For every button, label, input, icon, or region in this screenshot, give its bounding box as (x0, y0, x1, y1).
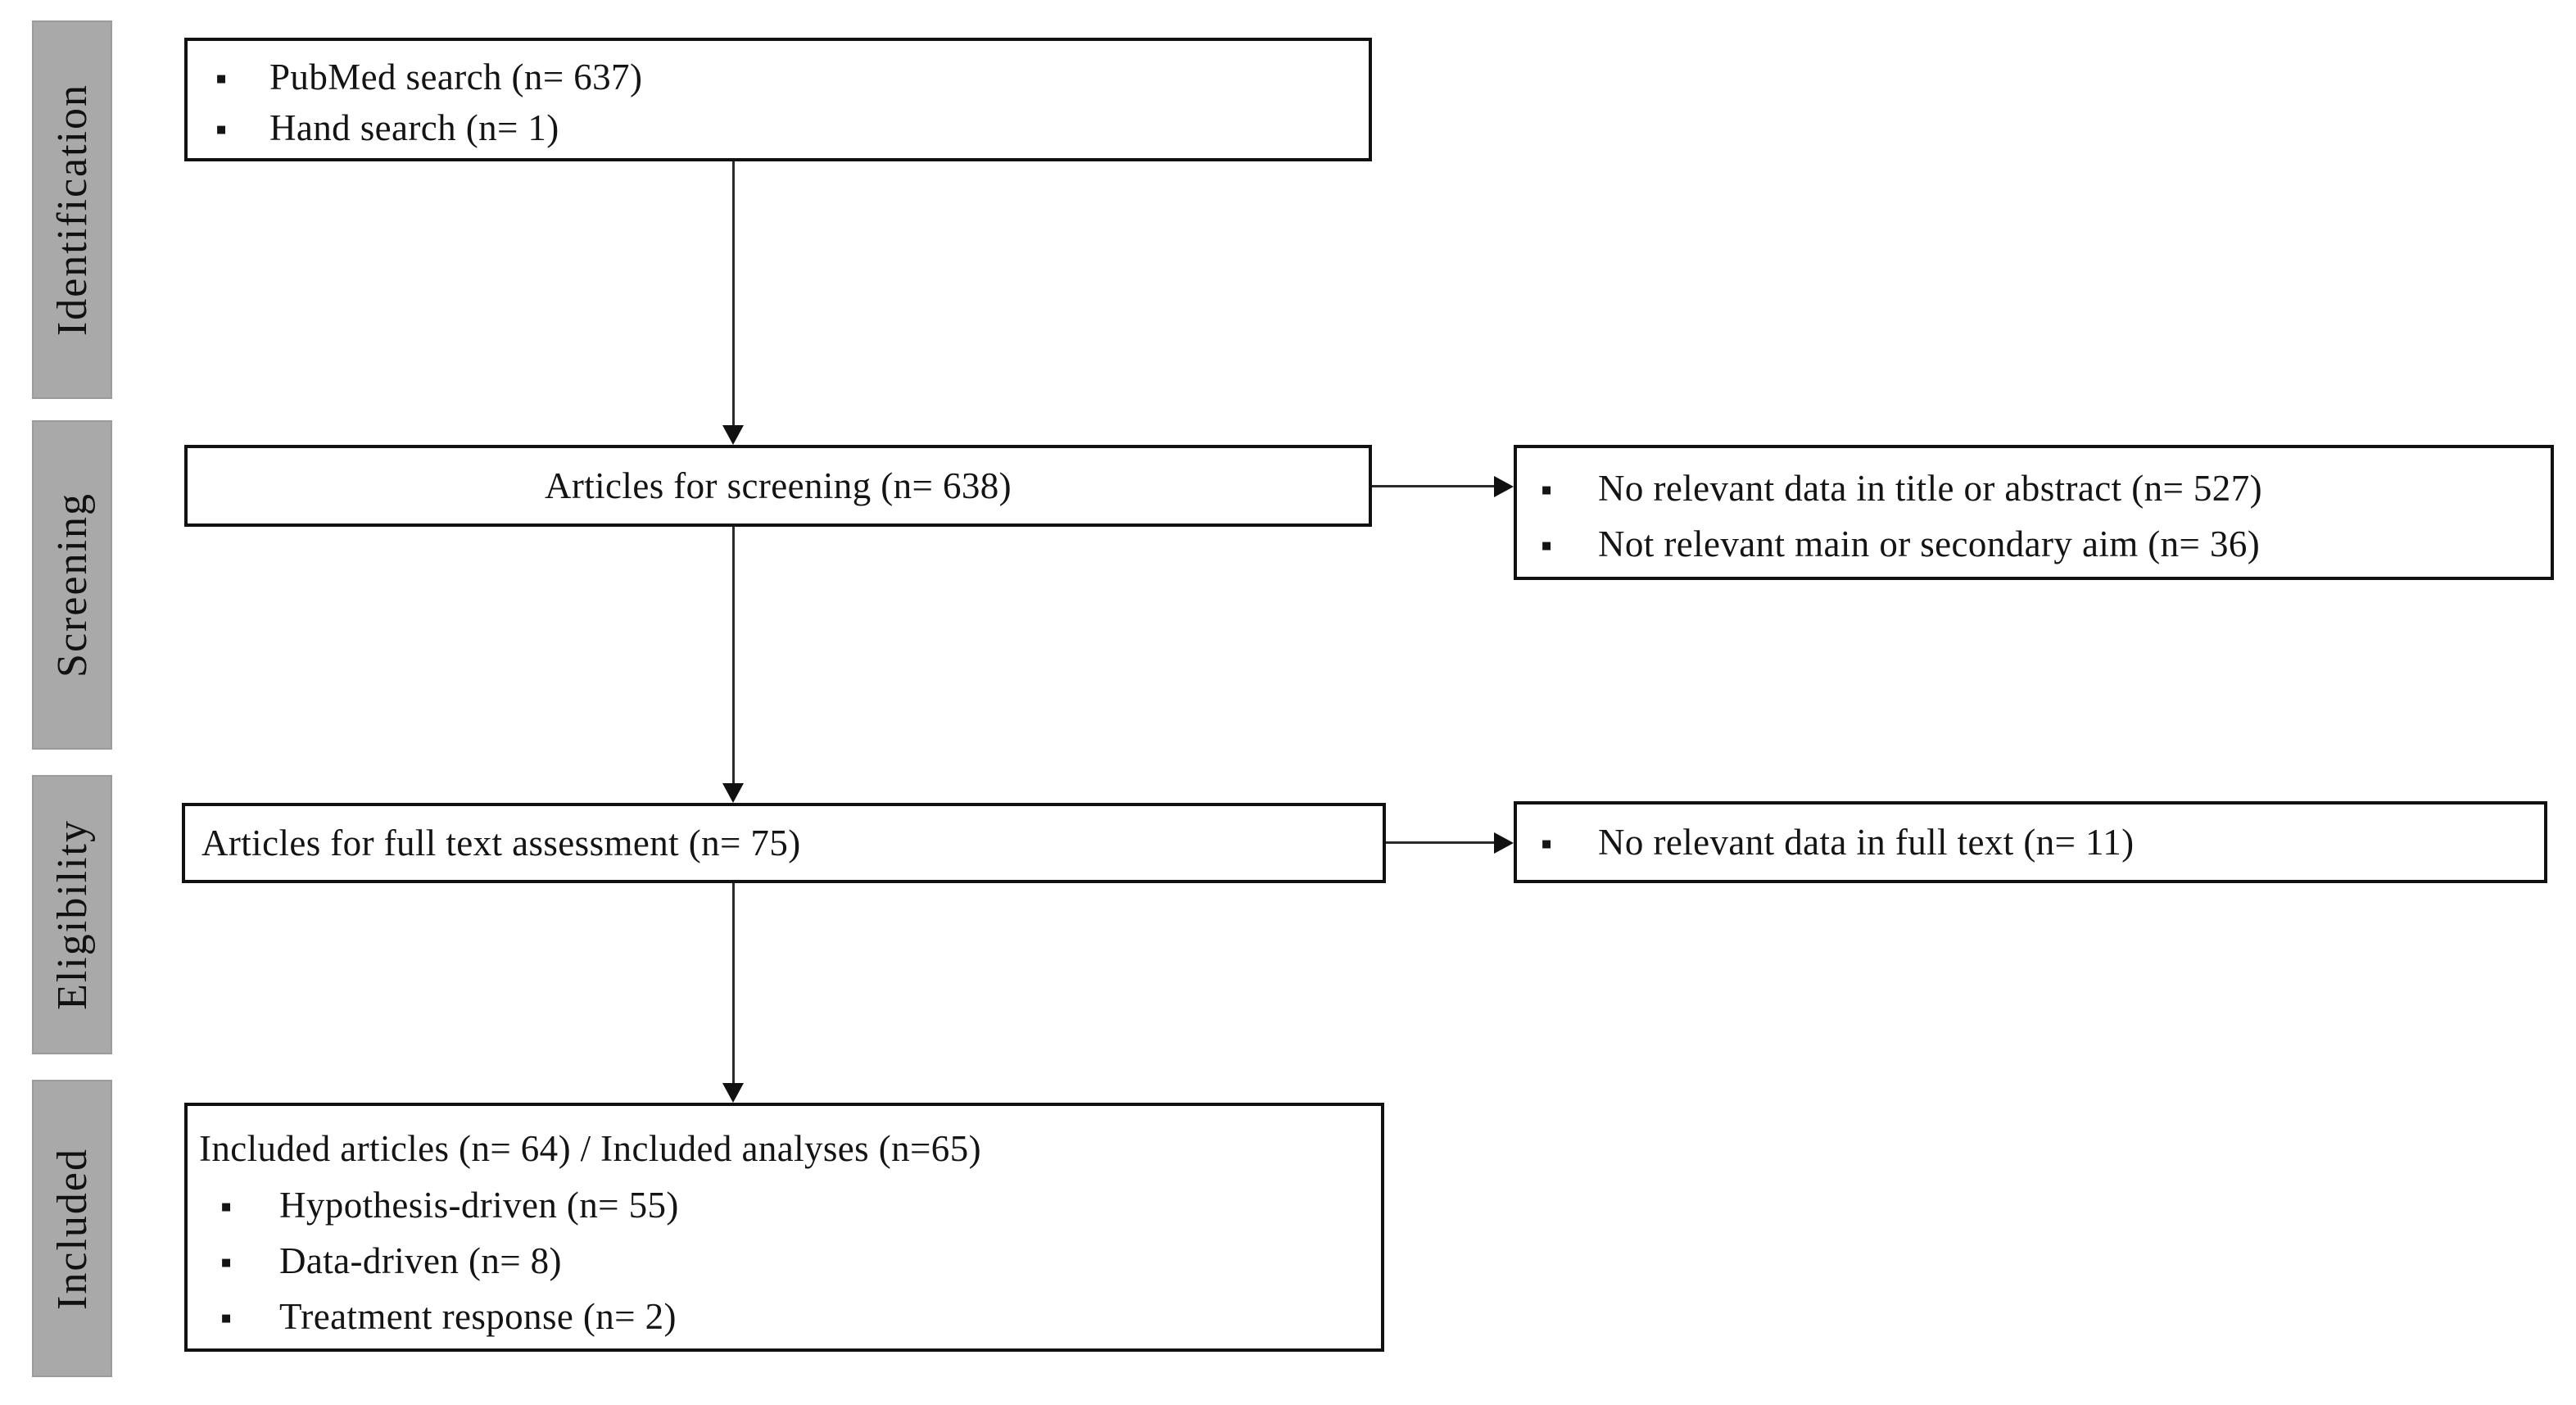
bullet-square-icon: ▪ (220, 1244, 233, 1280)
list-item: ▪ No relevant data in full text (n= 11) (1541, 804, 2544, 882)
screening-excluded-item-text: Not relevant main or secondary aim (n= 3… (1598, 523, 2261, 564)
bullet-square-icon: ▪ (1541, 471, 1553, 508)
bullet-square-icon: ▪ (1541, 825, 1553, 862)
list-item: ▪ Hand search (n= 1) (215, 103, 1369, 154)
arrowhead-down-icon (722, 1083, 744, 1103)
included-item-text: Data-driven (n= 8) (279, 1240, 562, 1281)
arrowhead-down-icon (722, 425, 744, 445)
stage-eligibility-label: Eligibility (48, 819, 96, 1010)
stage-identification: Identification (32, 20, 112, 399)
screening-excluded-item-text: No relevant data in title or abstract (n… (1598, 468, 2262, 509)
stage-identification-label: Identification (48, 83, 96, 337)
bullet-square-icon: ▪ (215, 111, 228, 147)
eligibility-box-label: Articles for full text assessment (n= 75… (201, 823, 801, 863)
included-item-text: Treatment response (n= 2) (279, 1296, 677, 1337)
connector-screening-to-eligibility (732, 527, 735, 785)
identification-box: ▪ PubMed search (n= 637) ▪ Hand search (… (184, 38, 1372, 161)
connector-eligibility-to-excluded (1386, 841, 1496, 844)
eligibility-box: Articles for full text assessment (n= 75… (182, 803, 1386, 883)
connector-eligibility-to-included (732, 883, 735, 1085)
bullet-square-icon: ▪ (220, 1299, 233, 1336)
eligibility-excluded-item-text: No relevant data in full text (n= 11) (1598, 822, 2135, 863)
list-item: ▪ PubMed search (n= 637) (215, 52, 1369, 103)
stage-included: Included (32, 1080, 112, 1377)
screening-excluded-box: ▪ No relevant data in title or abstract … (1514, 445, 2554, 580)
eligibility-excluded-box: ▪ No relevant data in full text (n= 11) (1514, 801, 2547, 883)
identification-item-text: PubMed search (n= 637) (269, 57, 643, 97)
bullet-square-icon: ▪ (1541, 527, 1553, 564)
stage-screening-label: Screening (48, 492, 96, 678)
identification-item-text: Hand search (n= 1) (269, 107, 559, 148)
arrowhead-right-icon (1494, 832, 1514, 854)
list-item: ▪ Not relevant main or secondary aim (n=… (1541, 517, 2551, 573)
stage-eligibility: Eligibility (32, 775, 112, 1054)
included-item-text: Hypothesis-driven (n= 55) (279, 1185, 679, 1226)
list-item: ▪ Treatment response (n= 2) (199, 1289, 1381, 1345)
bullet-square-icon: ▪ (220, 1188, 233, 1225)
included-box: Included articles (n= 64) / Included ana… (184, 1103, 1384, 1352)
arrowhead-right-icon (1494, 476, 1514, 497)
connector-identification-to-screening (732, 161, 735, 427)
connector-screening-to-excluded (1372, 485, 1496, 487)
stage-screening: Screening (32, 420, 112, 750)
included-box-title: Included articles (n= 64) / Included ana… (199, 1128, 981, 1169)
screening-box: Articles for screening (n= 638) (184, 445, 1372, 527)
screening-box-label: Articles for screening (n= 638) (544, 465, 1012, 506)
list-item: ▪ Data-driven (n= 8) (199, 1234, 1381, 1289)
list-item: ▪ No relevant data in title or abstract … (1541, 461, 2551, 517)
stage-included-label: Included (48, 1147, 96, 1310)
arrowhead-down-icon (722, 783, 744, 803)
list-item: ▪ Hypothesis-driven (n= 55) (199, 1178, 1381, 1234)
bullet-square-icon: ▪ (215, 60, 228, 97)
